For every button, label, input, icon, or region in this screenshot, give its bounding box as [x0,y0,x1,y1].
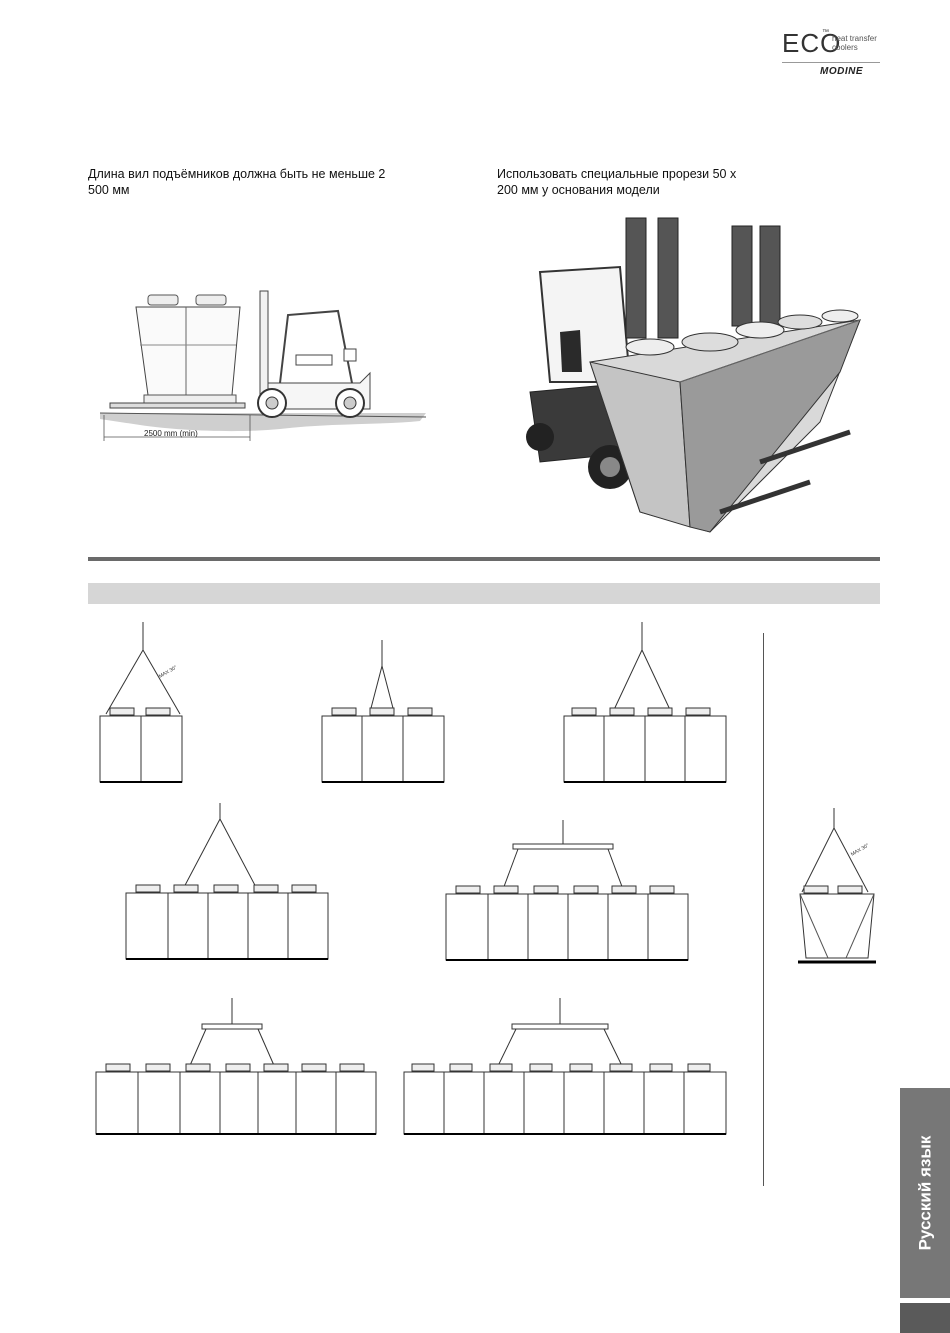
logo-divider [782,62,880,63]
dimension-label: 2500 mm (min) [144,429,198,438]
logo-company: MODINE [820,66,863,77]
logo-tagline: heat transfer coolers [832,34,892,52]
column-divider [763,633,764,1186]
language-tab-footer [900,1303,950,1333]
lifting-diagram-5-fans [118,803,333,968]
caption-forklift-length: Длина вил подъёмников должна быть не мен… [88,166,388,198]
section-divider [88,557,880,561]
angle-label: MAX 30° [158,665,178,680]
lifting-diagram-8-fans-beam [396,998,731,1143]
brand-logo: ECO ™ heat transfer coolers MODINE [782,28,882,88]
angle-label-v-type: MAX 30° [850,843,870,858]
lifting-diagram-3-fans [314,640,449,790]
forklift-3d-illustration [520,212,880,547]
lifting-diagram-2-fans: MAX 30° [88,622,198,792]
lifting-diagram-6-fans-beam [438,820,693,968]
language-tab-label: Русский язык [915,1136,935,1251]
lifting-diagram-7-fans-beam [88,998,383,1143]
lifting-diagram-4-fans [556,622,731,792]
language-tab-label-wrap: Русский язык [900,1088,950,1298]
lifting-diagram-v-type: MAX 30° [792,808,882,968]
forklift-side-drawing: 2500 mm (min) [100,285,430,455]
logo-tagline-line-1: heat transfer [832,34,892,43]
caption-forklift-slots: Использовать специальные прорези 50 х 20… [497,166,757,198]
logo-tagline-line-2: coolers [832,43,892,52]
section-header-band [88,583,880,604]
logo-trademark: ™ [822,29,829,36]
